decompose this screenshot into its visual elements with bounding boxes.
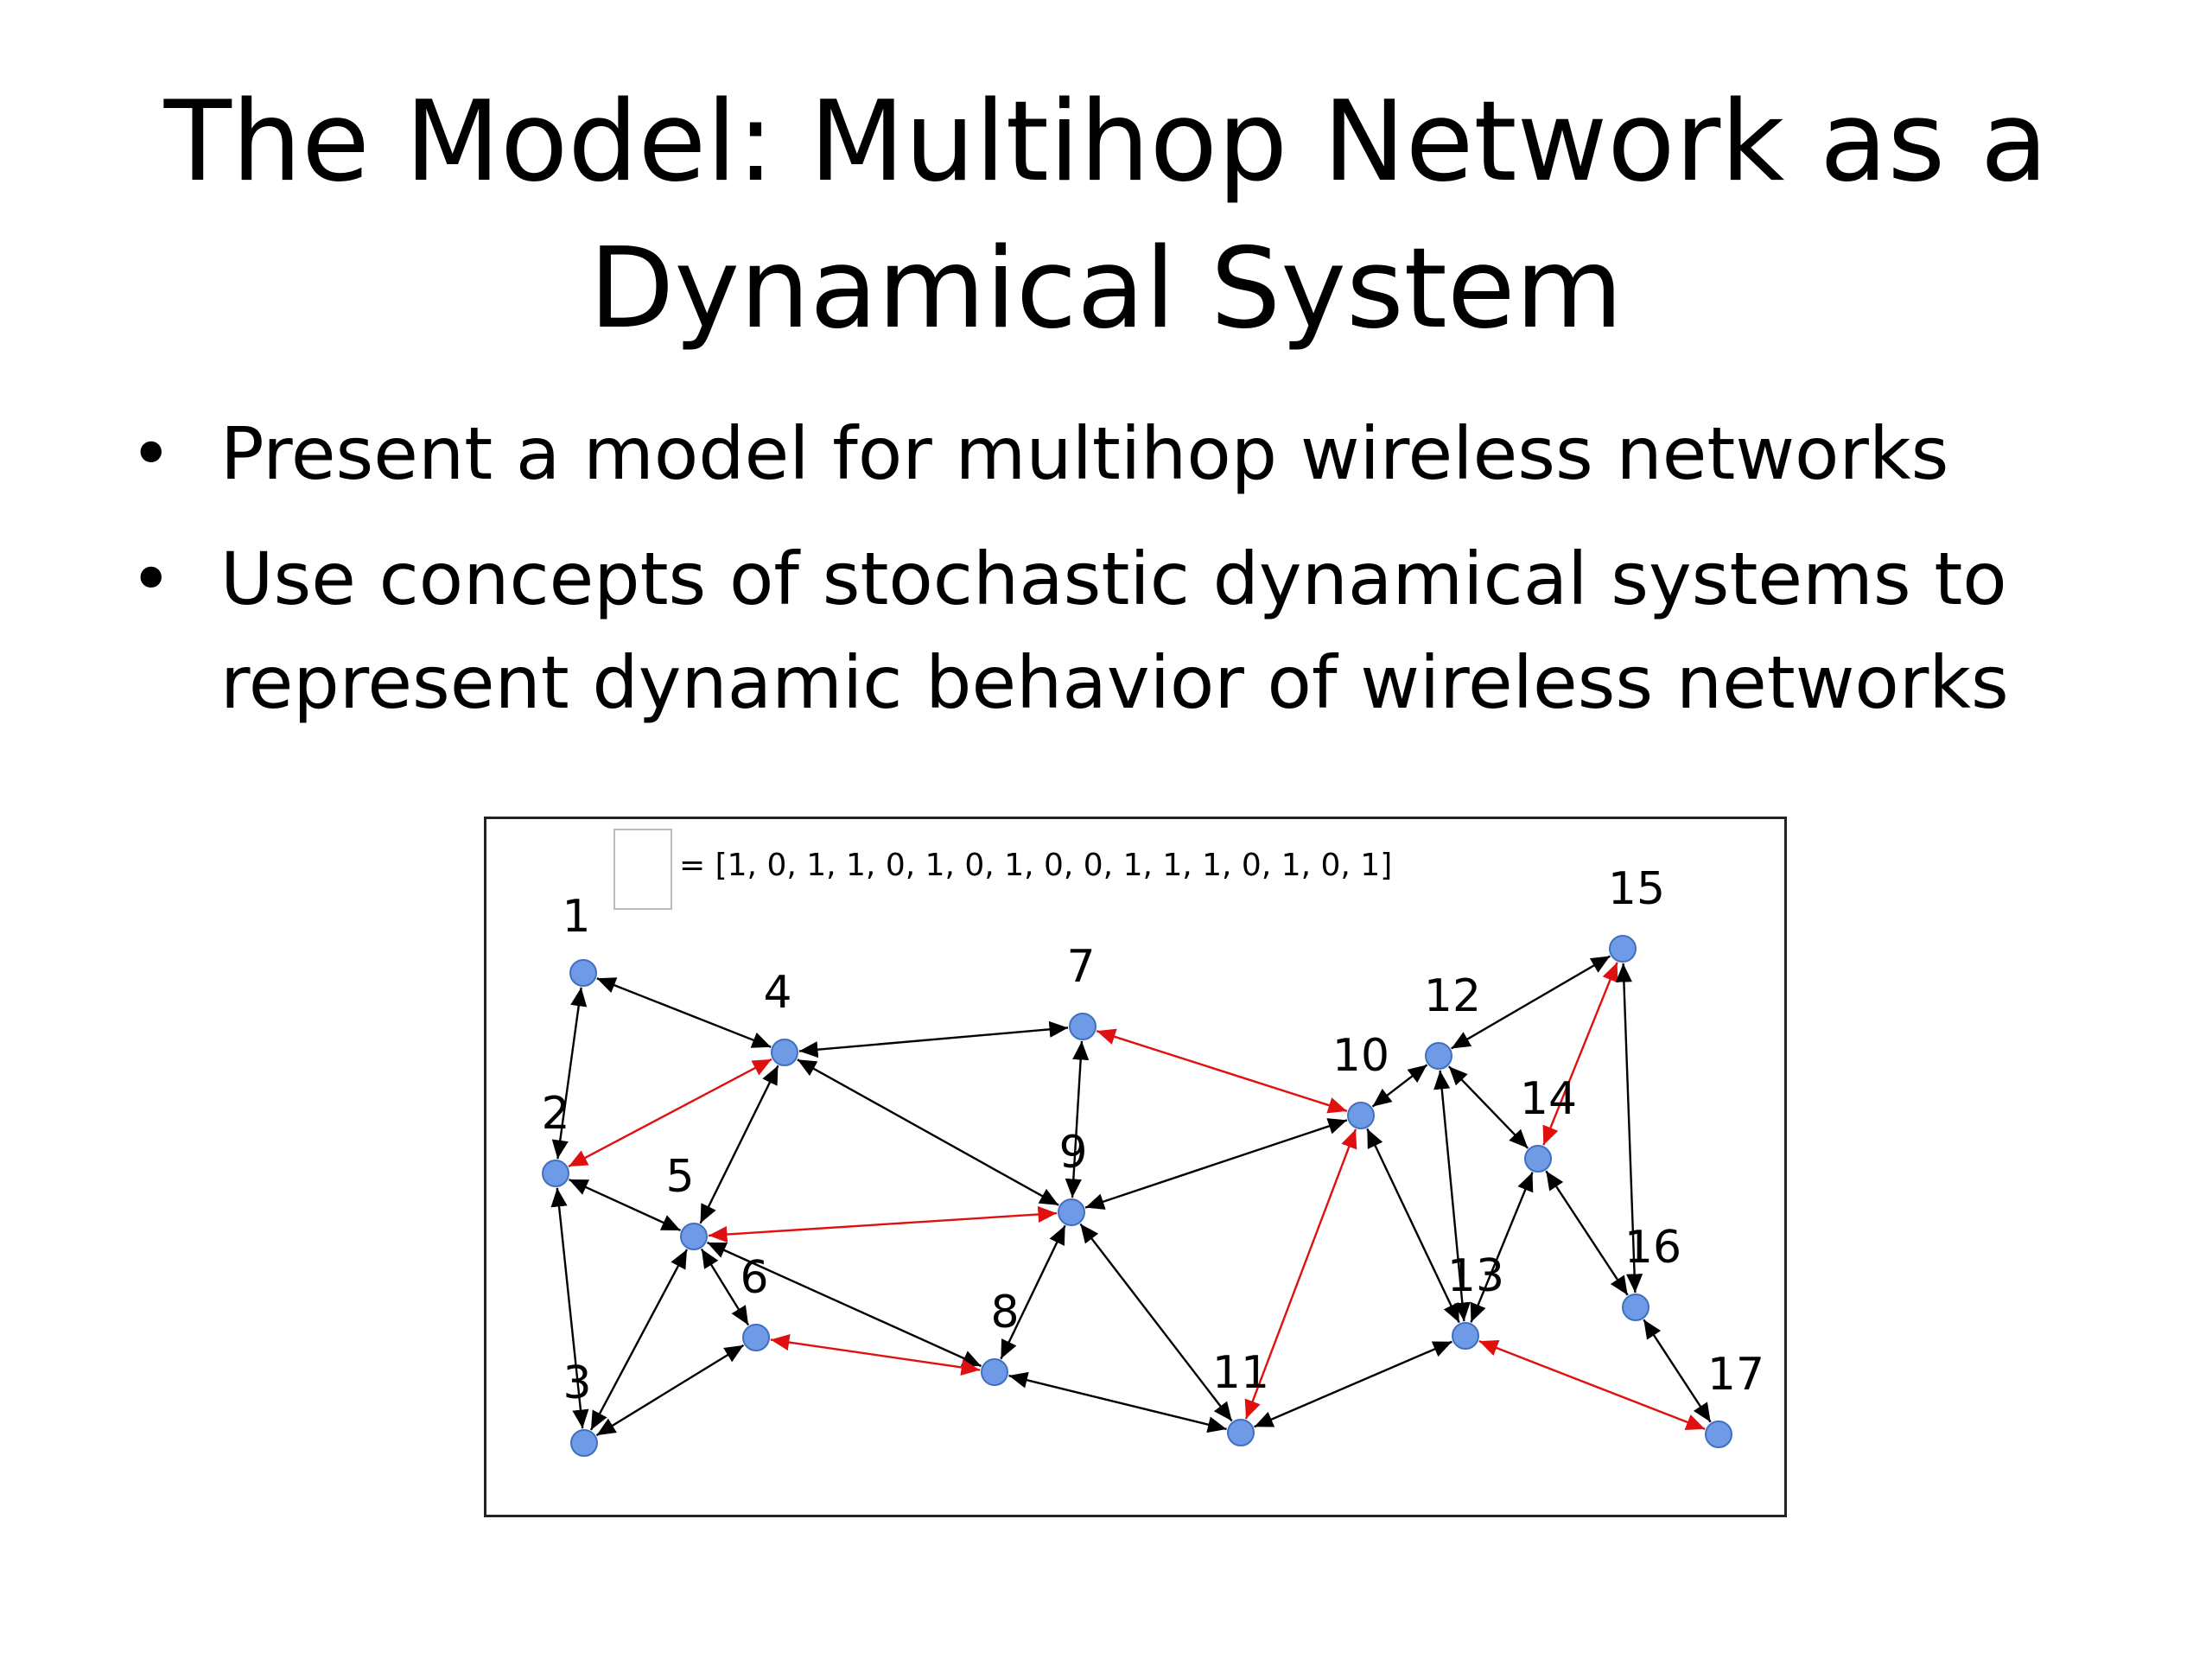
node-label-10: 10 [1332, 1030, 1389, 1082]
slide-title-line-1: The Model: Multihop Network as a [163, 78, 2049, 207]
vector-placeholder-box [613, 829, 672, 910]
node-label-15: 15 [1608, 863, 1665, 915]
bullet-text: Present a model for multihop wireless ne… [220, 411, 1949, 496]
node-11 [1227, 1419, 1255, 1446]
node-8 [981, 1358, 1008, 1386]
bullet-marker: • [130, 411, 173, 496]
slide-title: The Model: Multihop Network as a Dynamic… [0, 69, 2212, 363]
node-label-11: 11 [1212, 1347, 1269, 1399]
edge-11-13 [1254, 1340, 1452, 1428]
bullet-marker: • [130, 537, 173, 621]
edge-12-14 [1447, 1065, 1529, 1149]
node-14 [1524, 1145, 1552, 1173]
node-17 [1705, 1421, 1732, 1448]
node-label-2: 2 [541, 1088, 569, 1140]
node-1 [569, 959, 597, 987]
edges-layer [550, 955, 1712, 1437]
node-label-13: 13 [1447, 1250, 1504, 1302]
edge-5-9-active [708, 1205, 1058, 1243]
node-label-7: 7 [1066, 941, 1095, 993]
network-figure: = [1, 0, 1, 1, 0, 1, 0, 1, 0, 0, 1, 1, 1… [484, 817, 1787, 1517]
edge-4-7 [798, 1020, 1069, 1058]
state-vector-label: = [1, 0, 1, 1, 0, 1, 0, 1, 0, 0, 1, 1, 1… [679, 848, 1392, 883]
edge-7-10-active [1096, 1028, 1348, 1114]
edge-7-9 [1065, 1040, 1090, 1198]
edge-13-17-active [1478, 1340, 1706, 1430]
edge-2-3 [550, 1187, 589, 1429]
slide-title-line-2: Dynamical System [588, 225, 1624, 353]
bullet-text: Use concepts of stochastic dynamical sys… [220, 537, 2009, 725]
edge-8-11 [1008, 1371, 1227, 1433]
edge-3-6 [595, 1344, 745, 1437]
edge-14-16 [1545, 1170, 1629, 1296]
node-label-6: 6 [740, 1252, 768, 1304]
edge-2-5 [568, 1178, 682, 1232]
node-label-12: 12 [1424, 970, 1481, 1022]
node-2 [542, 1160, 569, 1187]
node-3 [570, 1429, 598, 1457]
edge-14-15-active [1542, 962, 1618, 1146]
node-7 [1069, 1013, 1096, 1040]
edge-12-13 [1433, 1070, 1471, 1322]
network-graph: = [1, 0, 1, 1, 0, 1, 0, 1, 0, 0, 1, 1, 1… [541, 829, 1764, 1457]
node-4 [771, 1039, 798, 1066]
node-label-5: 5 [665, 1151, 694, 1203]
edge-1-4 [596, 977, 772, 1048]
edge-10-13 [1366, 1128, 1460, 1324]
node-12 [1425, 1042, 1452, 1070]
node-label-14: 14 [1520, 1073, 1577, 1125]
node-label-9: 9 [1058, 1127, 1087, 1179]
node-10 [1347, 1102, 1375, 1129]
edge-4-9 [797, 1058, 1059, 1206]
node-6 [742, 1324, 770, 1351]
node-label-17: 17 [1707, 1349, 1764, 1401]
edge-15-16 [1615, 963, 1643, 1294]
edge-3-5 [589, 1249, 689, 1431]
node-15 [1609, 935, 1637, 963]
node-9 [1058, 1198, 1085, 1226]
node-16 [1622, 1294, 1649, 1321]
edge-16-17 [1643, 1319, 1712, 1423]
edge-9-11 [1079, 1223, 1233, 1422]
node-label-1: 1 [562, 891, 590, 943]
edge-8-9 [1000, 1224, 1066, 1360]
bullet-item: • Present a model for multihop wireless … [130, 402, 2117, 505]
node-5 [680, 1223, 708, 1250]
bullet-list: • Present a model for multihop wireless … [130, 402, 2117, 756]
node-label-4: 4 [763, 967, 791, 1019]
edge-10-12 [1371, 1064, 1428, 1108]
node-label-8: 8 [990, 1287, 1019, 1338]
edge-6-8-active [770, 1334, 981, 1376]
node-label-3: 3 [563, 1357, 591, 1409]
bullet-item: • Use concepts of stochastic dynamical s… [130, 527, 2117, 734]
edge-4-5 [699, 1065, 779, 1224]
node-label-16: 16 [1624, 1222, 1681, 1274]
edge-13-14 [1470, 1172, 1534, 1323]
edge-9-10 [1084, 1118, 1348, 1210]
node-13 [1452, 1322, 1479, 1350]
